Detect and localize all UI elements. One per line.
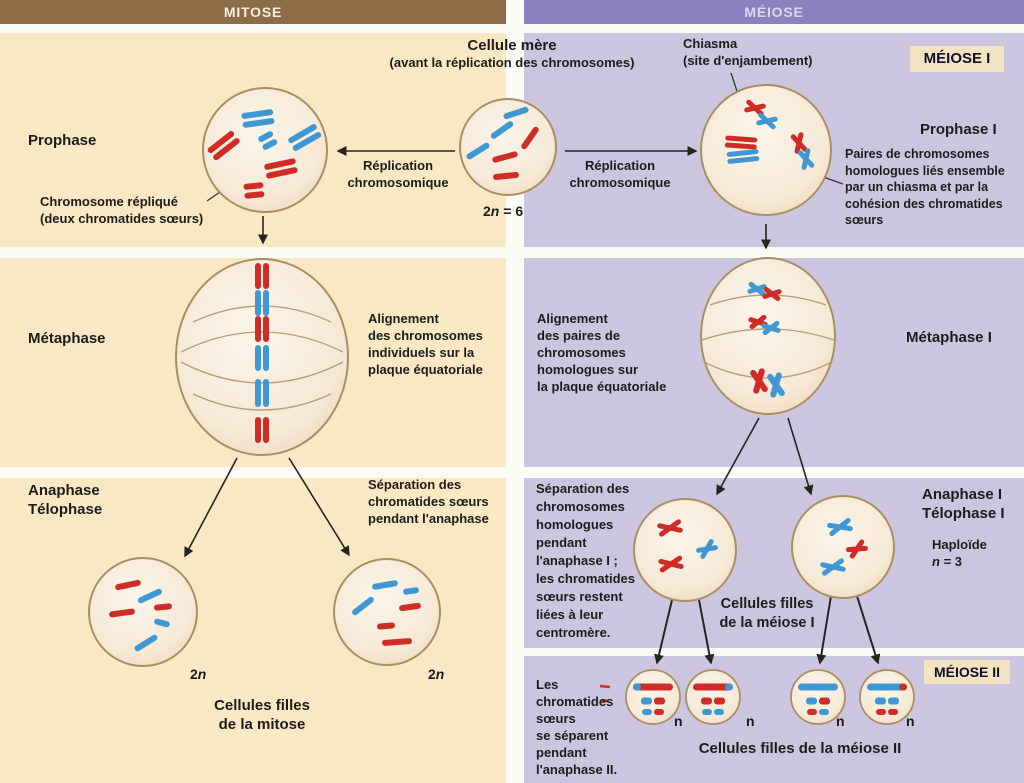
meiosis2-n-label-4: n bbox=[906, 713, 915, 729]
replicated-chromosome-label: Chromosome répliqué (deux chromatides sœ… bbox=[40, 194, 204, 226]
meiosis-metaphase1-description: Alignement des paires de chromosomes hom… bbox=[537, 311, 667, 394]
chiasma-label: Chiasma (site d'enjambement) bbox=[683, 36, 813, 68]
meiosis2-n-label-3: n bbox=[836, 713, 845, 729]
meiosis1-badge: MÉIOSE I bbox=[910, 46, 1004, 72]
meiosis-anaphase1-panel bbox=[524, 478, 1024, 648]
meiosis-metaphase1-title: Métaphase I bbox=[906, 329, 992, 346]
meiosis-prophase1-description: Paires de chromosomes homologues liés en… bbox=[845, 147, 1005, 227]
meiosis1-daughters-label: Cellules filles de la méiose I bbox=[719, 596, 815, 631]
mitosis-metaphase-title: Métaphase bbox=[28, 330, 106, 347]
meiosis2-description: Les chromatides sœurs se séparent pendan… bbox=[536, 677, 618, 777]
mitosis-ploidy-right: 2n bbox=[428, 666, 445, 682]
meiosis-anaphase1-title: Anaphase I Télophase I bbox=[922, 486, 1005, 522]
replication-label-left: Réplication chromosomique bbox=[347, 158, 449, 190]
mitosis-header-label: MITOSE bbox=[223, 4, 283, 20]
mitosis-column-header: MITOSE bbox=[0, 0, 506, 24]
meiosis2-badge: MÉIOSE II bbox=[924, 660, 1010, 684]
meiosis-column-header: MÉIOSE bbox=[524, 0, 1024, 24]
replication-label-right: Réplication chromosomique bbox=[569, 158, 671, 190]
mitosis-daughters-label: Cellules filles de la mitose bbox=[214, 697, 310, 733]
meiosis2-n-label-1: n bbox=[674, 713, 683, 729]
meiosis-header-label: MÉIOSE bbox=[744, 4, 804, 20]
meiosis2-daughters-label: Cellules filles de la méiose II bbox=[698, 740, 902, 757]
mother-cell-subtitle: (avant la réplication des chromosomes) bbox=[389, 55, 635, 70]
mitosis-anaphase-description: Séparation des chromatides sœurs pendant… bbox=[368, 477, 489, 526]
meiosis-anaphase1-description: Séparation des chromosomes homologues pe… bbox=[536, 481, 635, 640]
mother-ploidy-label: 2n = 6 bbox=[483, 203, 524, 219]
mitosis-anaphase-title: Anaphase Télophase bbox=[28, 482, 103, 518]
meiosis-prophase1-title: Prophase I bbox=[920, 121, 997, 138]
mother-cell-title: Cellule mère bbox=[467, 37, 557, 54]
mitosis-metaphase-description: Alignement des chromosomes individuels s… bbox=[368, 311, 483, 377]
meiosis2-n-label-2: n bbox=[746, 713, 755, 729]
mitosis-ploidy-left: 2n bbox=[190, 666, 207, 682]
mitosis-prophase-title: Prophase bbox=[28, 132, 97, 149]
